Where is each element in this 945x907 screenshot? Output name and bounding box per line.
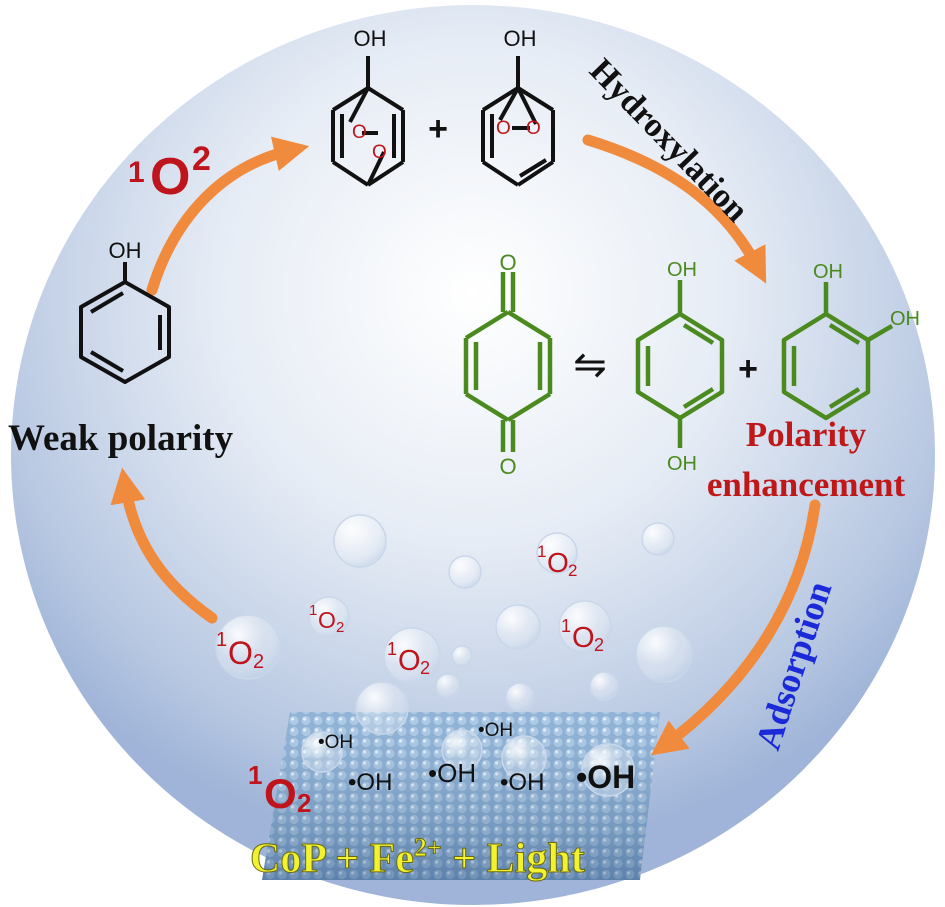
svg-text:1: 1	[248, 760, 262, 790]
benzoquinone-molecule	[463, 272, 553, 452]
svg-text:1: 1	[216, 629, 227, 651]
bubble	[383, 627, 441, 685]
endoperoxide-2-o-right: O	[526, 118, 541, 139]
arrow-hydroxylation	[582, 134, 767, 284]
hydroquinone-molecule	[635, 280, 725, 448]
bubble	[333, 514, 387, 568]
plus-sign-top: +	[428, 110, 448, 148]
hydroxyl-radical-1: •OH	[318, 732, 353, 753]
endoperoxide-1-o-right: O	[372, 142, 387, 163]
catalyst-label-main: CoP + Fe	[250, 836, 414, 882]
svg-text:1: 1	[537, 542, 546, 561]
svg-text:1: 1	[309, 602, 317, 619]
catalyst-surface	[262, 712, 660, 880]
svg-text:1: 1	[387, 639, 397, 659]
catalyst-label-superscript: 2+	[414, 833, 442, 862]
hydroxyl-radical-3: •OH	[348, 769, 392, 796]
svg-text:2: 2	[336, 619, 344, 636]
bubble	[301, 731, 343, 773]
background-sphere	[11, 5, 935, 905]
phenol-oh-label: OH	[109, 238, 142, 263]
svg-text:2: 2	[594, 635, 604, 655]
bubble	[641, 522, 675, 556]
svg-text:2: 2	[297, 788, 311, 818]
weak-polarity-label: Weak polarity	[8, 418, 234, 459]
bubble	[441, 729, 483, 771]
arrow-phenol-to-endoperoxide	[146, 136, 310, 296]
bubble	[451, 645, 473, 667]
hydroxyl-radical-6: •OH	[576, 759, 635, 795]
singlet-oxygen-surface: 1 O 2	[248, 760, 311, 818]
svg-text:O: O	[228, 635, 253, 671]
svg-text:1: 1	[128, 156, 145, 189]
bubble	[635, 625, 693, 683]
svg-text:O: O	[150, 148, 190, 206]
bubble	[536, 532, 578, 574]
hydroquinone-oh-bottom: OH	[667, 453, 697, 475]
endoperoxide-molecule-1	[331, 56, 405, 187]
svg-text:O: O	[572, 622, 595, 654]
bubble	[589, 671, 619, 701]
catechol-molecule	[781, 282, 894, 421]
svg-text:2: 2	[568, 561, 577, 580]
hydroxyl-radical-2: •OH	[478, 720, 513, 741]
svg-text:2: 2	[420, 658, 430, 678]
bubble	[505, 682, 535, 712]
hydroquinone-oh-top: OH	[667, 259, 697, 281]
endoperoxide-2-oh-label: OH	[504, 26, 537, 51]
catechol-oh-top: OH	[813, 261, 843, 283]
svg-text:O: O	[547, 547, 569, 578]
catechol-oh-right: OH	[890, 308, 920, 330]
phenol-molecule	[79, 262, 171, 384]
endoperoxide-2-o-left: O	[496, 118, 511, 139]
equilibrium-arrows: ⇋	[573, 343, 607, 387]
hydroxyl-radical-4: •OH	[428, 758, 476, 788]
singlet-oxygen-top: 1 O 2	[128, 140, 211, 206]
benzoquinone-o-bottom: O	[499, 454, 516, 479]
polarity-label: Polarity	[746, 415, 867, 454]
svg-text:O: O	[264, 770, 297, 817]
benzoquinone-o-top: O	[499, 250, 516, 275]
arrow-adsorption	[650, 499, 821, 756]
enhancement-label: enhancement	[707, 465, 906, 504]
svg-text:O: O	[398, 645, 421, 677]
singlet-oxygen-bubble-4: 1 O 2	[387, 639, 430, 678]
bubble	[355, 681, 409, 735]
singlet-oxygen-bubble-1: 1 O 2	[537, 542, 577, 580]
hydroxyl-radical-5: •OH	[500, 769, 544, 796]
svg-text:2: 2	[253, 651, 264, 673]
singlet-oxygen-bubble-3: 1 O 2	[561, 616, 604, 655]
bubble	[495, 604, 541, 650]
catalyst-label: CoP + Fe2+ + Light	[250, 833, 585, 882]
bubble	[215, 614, 281, 680]
bubbles-group	[215, 514, 693, 797]
catalyst-label-tail: + Light	[442, 836, 585, 882]
endoperoxide-1-oh-label: OH	[354, 26, 387, 51]
bubble	[501, 735, 547, 781]
bubble	[448, 555, 482, 589]
bubble	[558, 600, 612, 654]
singlet-oxygen-bubble-5: 1 O 2	[216, 629, 264, 673]
cycle-arrows	[110, 134, 821, 756]
bubble	[581, 743, 635, 797]
endoperoxide-1-o-left: O	[352, 122, 367, 143]
arrow-singlet-to-phenol	[110, 467, 218, 624]
endoperoxide-molecule-2	[481, 56, 555, 187]
bubble	[435, 673, 461, 699]
singlet-oxygen-bubble-2: 1 O 2	[309, 602, 344, 636]
svg-text:O: O	[318, 607, 336, 633]
svg-text:2: 2	[192, 140, 211, 178]
plus-sign-middle: +	[738, 350, 758, 388]
bubble	[308, 596, 350, 638]
svg-text:1: 1	[561, 616, 571, 636]
